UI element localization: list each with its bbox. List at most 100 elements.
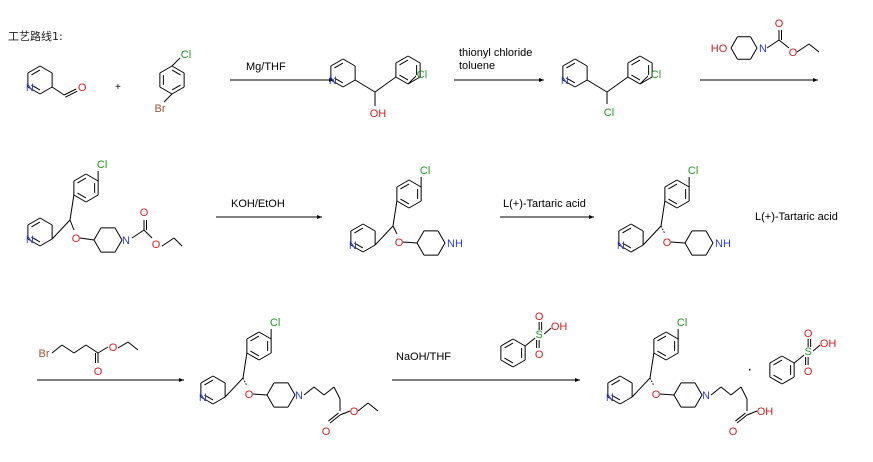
bond bbox=[97, 346, 109, 354]
bond bbox=[354, 79, 376, 93]
chlorophenyl-ring bbox=[250, 335, 260, 342]
pyridine-ring bbox=[39, 86, 53, 95]
c-cl-bond bbox=[171, 57, 181, 67]
route-title: 工艺路线1: bbox=[8, 29, 63, 43]
chlorine-label: Cl bbox=[181, 49, 191, 61]
chlorophenyl-ring bbox=[73, 173, 87, 182]
chlorophenyl-ring bbox=[85, 173, 99, 182]
hydroxyl-label: OH bbox=[757, 406, 774, 418]
ethyl-bond bbox=[796, 43, 810, 53]
pyridine-ring bbox=[330, 79, 344, 88]
nitrogen-label: N bbox=[702, 390, 710, 402]
ethyl-bond bbox=[357, 402, 369, 412]
chlorine-label: Cl bbox=[420, 165, 430, 177]
piperidine-ring bbox=[287, 394, 296, 408]
pyridine-ring bbox=[619, 375, 633, 384]
nitrogen-label: N bbox=[617, 240, 625, 252]
s-oh-bond bbox=[543, 327, 552, 335]
nitrogen-label: N bbox=[295, 390, 303, 402]
hydroxyl-label: OH bbox=[820, 338, 837, 350]
chlorophenyl-ring bbox=[250, 350, 260, 357]
chlorophenyl-ring bbox=[395, 55, 409, 64]
oxygen-label: O bbox=[652, 389, 661, 401]
bond bbox=[659, 393, 675, 396]
chlorophenyl-ring bbox=[639, 55, 653, 64]
chlorophenyl-ring bbox=[664, 200, 678, 209]
benzene-ring bbox=[504, 357, 514, 364]
chlorophenyl-ring bbox=[396, 179, 410, 188]
pyridine-ring bbox=[362, 223, 376, 232]
carbamate-bond bbox=[131, 229, 145, 239]
piperidine-ring bbox=[114, 239, 123, 253]
chlorine-label: Cl bbox=[604, 107, 614, 119]
chlorophenyl-ring bbox=[665, 331, 679, 340]
pyridine-ring bbox=[31, 69, 41, 76]
reagent-toluene: toluene bbox=[459, 60, 495, 72]
piperidine-ring bbox=[694, 394, 703, 408]
oxygen-label: O bbox=[729, 426, 738, 438]
bond bbox=[631, 377, 651, 398]
bromine-label: Br bbox=[39, 348, 50, 360]
piperidine-ring bbox=[114, 227, 123, 241]
reagent-naoh-thf: NaOH/THF bbox=[396, 351, 451, 363]
chlorophenyl-ring bbox=[676, 179, 690, 188]
chlorine-label: Cl bbox=[97, 159, 107, 171]
bond bbox=[51, 219, 71, 240]
nitrogen-label: N bbox=[122, 235, 130, 247]
pyridine-ring bbox=[622, 227, 632, 234]
ethyl-bond bbox=[117, 341, 129, 349]
chlorophenyl-ring bbox=[657, 350, 667, 357]
chlorine-label: Cl bbox=[417, 69, 427, 81]
chlorophenyl-ring bbox=[400, 198, 410, 205]
pyridine-ring bbox=[31, 84, 41, 91]
pyridine-ring bbox=[607, 375, 621, 384]
arrow-step6-head bbox=[179, 378, 184, 382]
piperidine-ring bbox=[730, 47, 738, 60]
ethyl-bond bbox=[161, 237, 175, 247]
stereo-bond bbox=[242, 377, 248, 387]
chain-bond bbox=[323, 386, 335, 396]
pyridine-ring bbox=[611, 394, 621, 401]
bond bbox=[79, 237, 95, 241]
benzene-ring bbox=[773, 359, 783, 366]
nitrogen-label: N bbox=[26, 82, 34, 94]
arrow-step4-head bbox=[317, 215, 322, 219]
piperidine-ring bbox=[266, 382, 275, 396]
stereo-bond bbox=[660, 225, 666, 235]
pyridine-ring bbox=[27, 86, 41, 95]
bond bbox=[402, 241, 418, 244]
pyridine-ring bbox=[354, 227, 364, 234]
ethyl-bond bbox=[173, 237, 183, 247]
c-br-bond bbox=[163, 93, 173, 103]
chlorophenyl-ring bbox=[258, 352, 272, 361]
piperidine-ring bbox=[705, 230, 714, 244]
oxygen-label: O bbox=[94, 366, 103, 378]
chain-bond bbox=[333, 386, 341, 400]
pyridine-ring bbox=[39, 238, 53, 247]
c-s-bond bbox=[793, 354, 805, 364]
c-cl-bond bbox=[407, 75, 417, 85]
oxygen-label: O bbox=[395, 237, 404, 249]
hydroxyl-label: OH bbox=[551, 321, 568, 333]
reagent-koh-etoh: KOH/EtOH bbox=[231, 198, 285, 210]
pyridine-ring bbox=[354, 242, 364, 249]
bond bbox=[61, 344, 75, 354]
chlorophenyl-ring bbox=[668, 198, 678, 205]
c-s-bond bbox=[524, 337, 536, 347]
nitrogen-label: N bbox=[329, 75, 337, 87]
pyridine-ring bbox=[566, 62, 576, 69]
pyridine-ring bbox=[607, 396, 621, 405]
nh-label: NH bbox=[715, 238, 731, 250]
s-oh-bond bbox=[812, 344, 821, 352]
bond bbox=[143, 229, 153, 239]
chlorophenyl-ring bbox=[627, 76, 641, 85]
nitrogen-label: N bbox=[349, 240, 357, 252]
pyridine-ring bbox=[204, 379, 214, 386]
piperidine-ring bbox=[750, 36, 758, 49]
chain-bond bbox=[730, 386, 742, 396]
chlorophenyl-ring bbox=[77, 177, 87, 184]
carbonyl-bond bbox=[736, 414, 748, 424]
chlorophenyl-ring bbox=[396, 200, 410, 209]
chain-bond bbox=[740, 386, 748, 400]
hydroxyl-label: OH bbox=[370, 108, 387, 120]
